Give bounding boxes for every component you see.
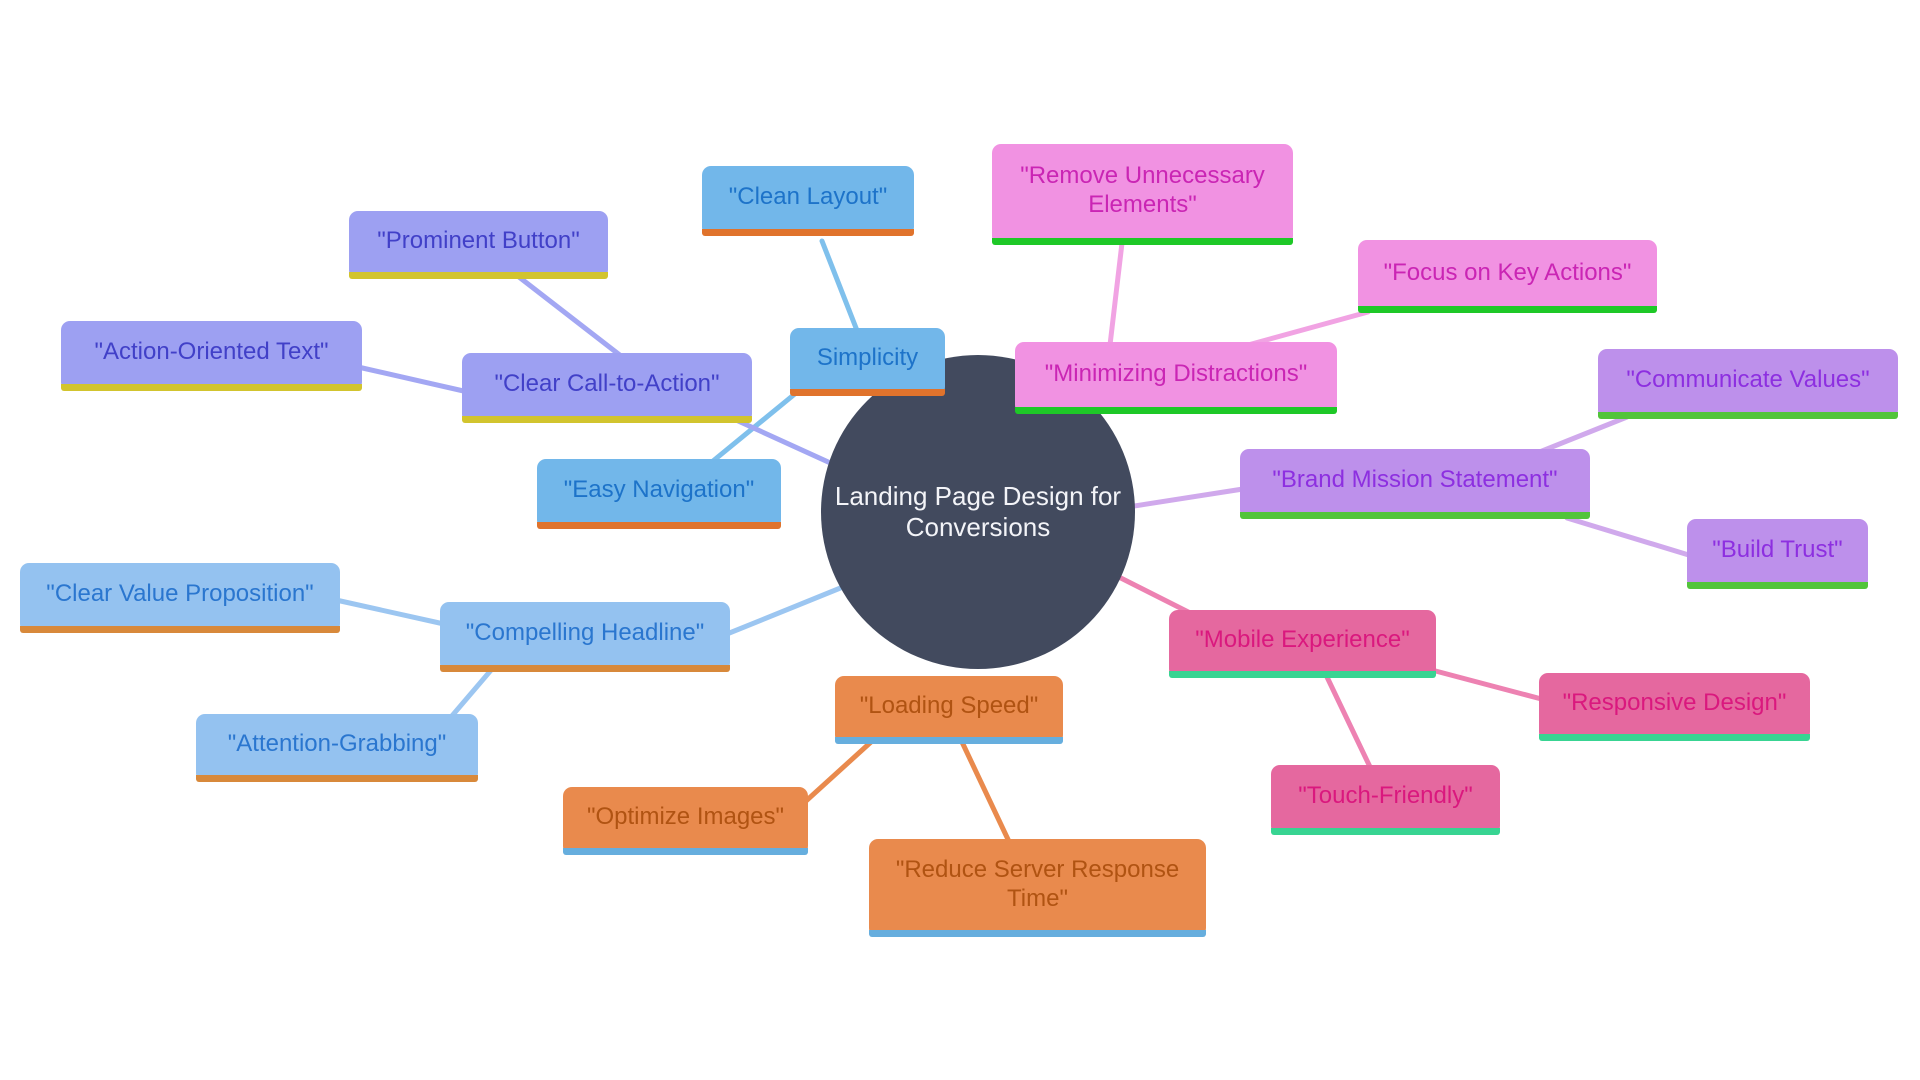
node-prominent-button: "Prominent Button" bbox=[349, 211, 608, 279]
node-attention-grabbing: "Attention-Grabbing" bbox=[196, 714, 478, 782]
edge-action-oriented-text-to-clear-call-to-action bbox=[355, 364, 471, 395]
node-responsive-design: "Responsive Design" bbox=[1539, 673, 1810, 741]
node-label: "Remove Unnecessary Elements" bbox=[1020, 162, 1265, 218]
node-communicate-values: "Communicate Values" bbox=[1598, 349, 1898, 419]
node-action-oriented-text: "Action-Oriented Text" bbox=[61, 321, 362, 391]
node-clear-call-to-action: "Clear Call-to-Action" bbox=[462, 353, 752, 423]
edge-remove-unnecessary-elements-to-minimizing-distractions bbox=[1107, 240, 1125, 348]
node-label: "Brand Mission Statement" bbox=[1272, 466, 1558, 494]
node-label: "Compelling Headline" bbox=[465, 619, 705, 647]
node-label: "Reduce Server Response Time" bbox=[895, 855, 1180, 912]
node-label: "Clean Layout" bbox=[728, 183, 888, 211]
edge-clear-value-proposition-to-compelling-headline bbox=[333, 597, 447, 627]
node-clean-layout: "Clean Layout" bbox=[702, 166, 914, 236]
node-label: "Clear Value Proposition" bbox=[46, 580, 314, 608]
node-brand-mission-statement: "Brand Mission Statement" bbox=[1240, 449, 1590, 519]
node-minimizing-distractions: "Minimizing Distractions" bbox=[1015, 342, 1337, 414]
node-underline bbox=[1015, 407, 1337, 414]
node-label: "Loading Speed" bbox=[859, 692, 1039, 720]
node-label: "Communicate Values" bbox=[1626, 366, 1870, 394]
node-label: "Action-Oriented Text" bbox=[94, 338, 329, 366]
node-touch-friendly: "Touch-Friendly" bbox=[1271, 765, 1500, 835]
node-label: "Mobile Experience" bbox=[1195, 626, 1410, 654]
edge-prominent-button-to-clear-call-to-action bbox=[516, 274, 624, 359]
node-label: "Attention-Grabbing" bbox=[227, 730, 447, 758]
node-label: Simplicity bbox=[816, 344, 919, 372]
node-underline bbox=[20, 626, 340, 633]
node-underline bbox=[349, 272, 608, 279]
edge-brand-mission-statement-to-build-trust bbox=[1564, 515, 1695, 559]
node-label: "Prominent Button" bbox=[377, 227, 580, 255]
node-underline bbox=[869, 930, 1206, 937]
edge-loading-speed-to-optimize-images bbox=[803, 739, 874, 804]
node-underline bbox=[1240, 512, 1590, 519]
node-underline bbox=[1358, 306, 1657, 313]
node-underline bbox=[196, 775, 478, 782]
node-build-trust: "Build Trust" bbox=[1687, 519, 1868, 589]
node-underline bbox=[1539, 734, 1810, 741]
node-underline bbox=[835, 737, 1063, 744]
node-label: "Build Trust" bbox=[1712, 536, 1843, 564]
node-underline bbox=[702, 229, 914, 236]
node-underline bbox=[61, 384, 362, 391]
node-label: "Touch-Friendly" bbox=[1298, 782, 1473, 810]
edge-clean-layout-to-simplicity bbox=[819, 238, 861, 336]
edge-compelling-headline-to-attention-grabbing bbox=[448, 666, 495, 720]
root-node-label: Landing Page Design for Conversions bbox=[834, 481, 1122, 542]
node-underline bbox=[563, 848, 808, 855]
edge-loading-speed-to-reduce-server-response-time bbox=[959, 739, 1016, 853]
node-label: "Optimize Images" bbox=[586, 803, 785, 831]
node-label: "Focus on Key Actions" bbox=[1383, 258, 1632, 286]
node-underline bbox=[1687, 582, 1868, 589]
node-optimize-images: "Optimize Images" bbox=[563, 787, 808, 855]
edge-mobile-experience-to-touch-friendly bbox=[1324, 674, 1374, 772]
node-label: "Easy Navigation" bbox=[563, 476, 755, 504]
node-underline bbox=[537, 522, 781, 529]
node-underline bbox=[440, 665, 730, 672]
node-clear-value-proposition: "Clear Value Proposition" bbox=[20, 563, 340, 633]
node-underline bbox=[1598, 412, 1898, 419]
node-compelling-headline: "Compelling Headline" bbox=[440, 602, 730, 672]
edge-mobile-experience-to-responsive-design bbox=[1425, 666, 1552, 704]
node-label: "Minimizing Distractions" bbox=[1044, 360, 1308, 388]
node-underline bbox=[1169, 671, 1436, 678]
node-underline bbox=[1271, 828, 1500, 835]
node-loading-speed: "Loading Speed" bbox=[835, 676, 1063, 744]
node-reduce-server-response-time: "Reduce Server Response Time" bbox=[869, 839, 1206, 937]
edge-minimizing-distractions-to-focus-on-key-actions bbox=[1245, 309, 1371, 348]
node-underline bbox=[992, 238, 1293, 245]
node-mobile-experience: "Mobile Experience" bbox=[1169, 610, 1436, 678]
node-focus-on-key-actions: "Focus on Key Actions" bbox=[1358, 240, 1657, 313]
node-underline bbox=[462, 416, 752, 423]
node-label: "Clear Call-to-Action" bbox=[494, 370, 720, 398]
node-underline bbox=[790, 389, 945, 396]
edge-brand-mission-statement-to-center bbox=[1112, 486, 1246, 512]
node-easy-navigation: "Easy Navigation" bbox=[537, 459, 781, 529]
node-label: "Responsive Design" bbox=[1562, 689, 1787, 717]
node-remove-unnecessary-elements: "Remove Unnecessary Elements" bbox=[992, 144, 1293, 245]
node-simplicity: Simplicity bbox=[790, 328, 945, 396]
